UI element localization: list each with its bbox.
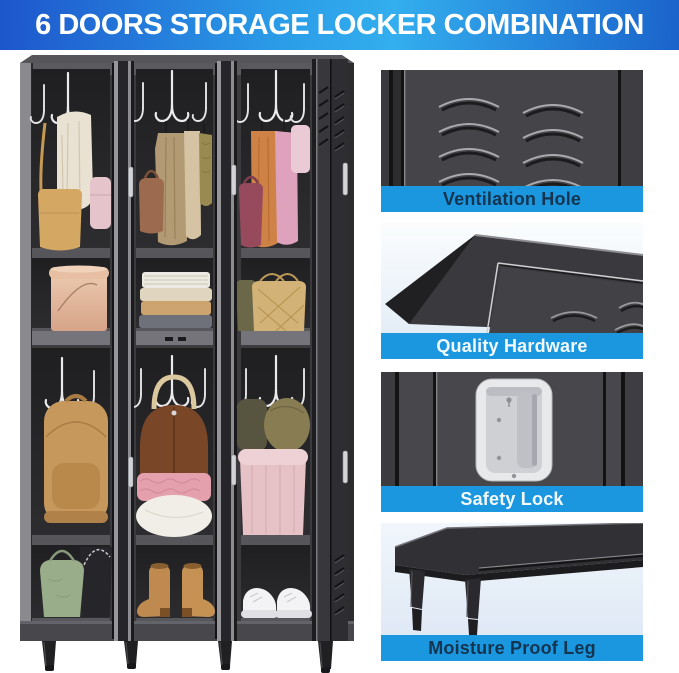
- feature-card-hardware: Quality Hardware: [381, 222, 643, 359]
- feature-label: Moisture Proof Leg: [428, 637, 596, 658]
- banner-title: 6 DOORS STORAGE LOCKER COMBINATION: [35, 8, 644, 41]
- feature-label-bar: Quality Hardware: [381, 333, 643, 359]
- feature-card-lock: Safety Lock: [381, 372, 643, 512]
- feature-label-bar: Moisture Proof Leg: [381, 635, 643, 661]
- feature-label: Quality Hardware: [436, 335, 588, 356]
- locker-legs: [42, 641, 333, 673]
- locker-leg-image: [381, 523, 643, 635]
- ventilation-hole-image: [381, 70, 643, 186]
- banner: 6 DOORS STORAGE LOCKER COMBINATION: [0, 0, 679, 50]
- open-doors: [112, 59, 348, 641]
- locker-illustration: [20, 55, 354, 673]
- locker-photo: [0, 45, 380, 673]
- feature-label-bar: Ventilation Hole: [381, 186, 643, 212]
- locker-corner-image: [381, 222, 643, 333]
- feature-card-ventilation: Ventilation Hole: [381, 70, 643, 212]
- feature-label: Ventilation Hole: [442, 188, 582, 209]
- feature-label: Safety Lock: [460, 488, 564, 509]
- feature-card-leg: Moisture Proof Leg: [381, 523, 643, 661]
- feature-label-bar: Safety Lock: [381, 486, 643, 512]
- safety-lock-image: [381, 372, 643, 486]
